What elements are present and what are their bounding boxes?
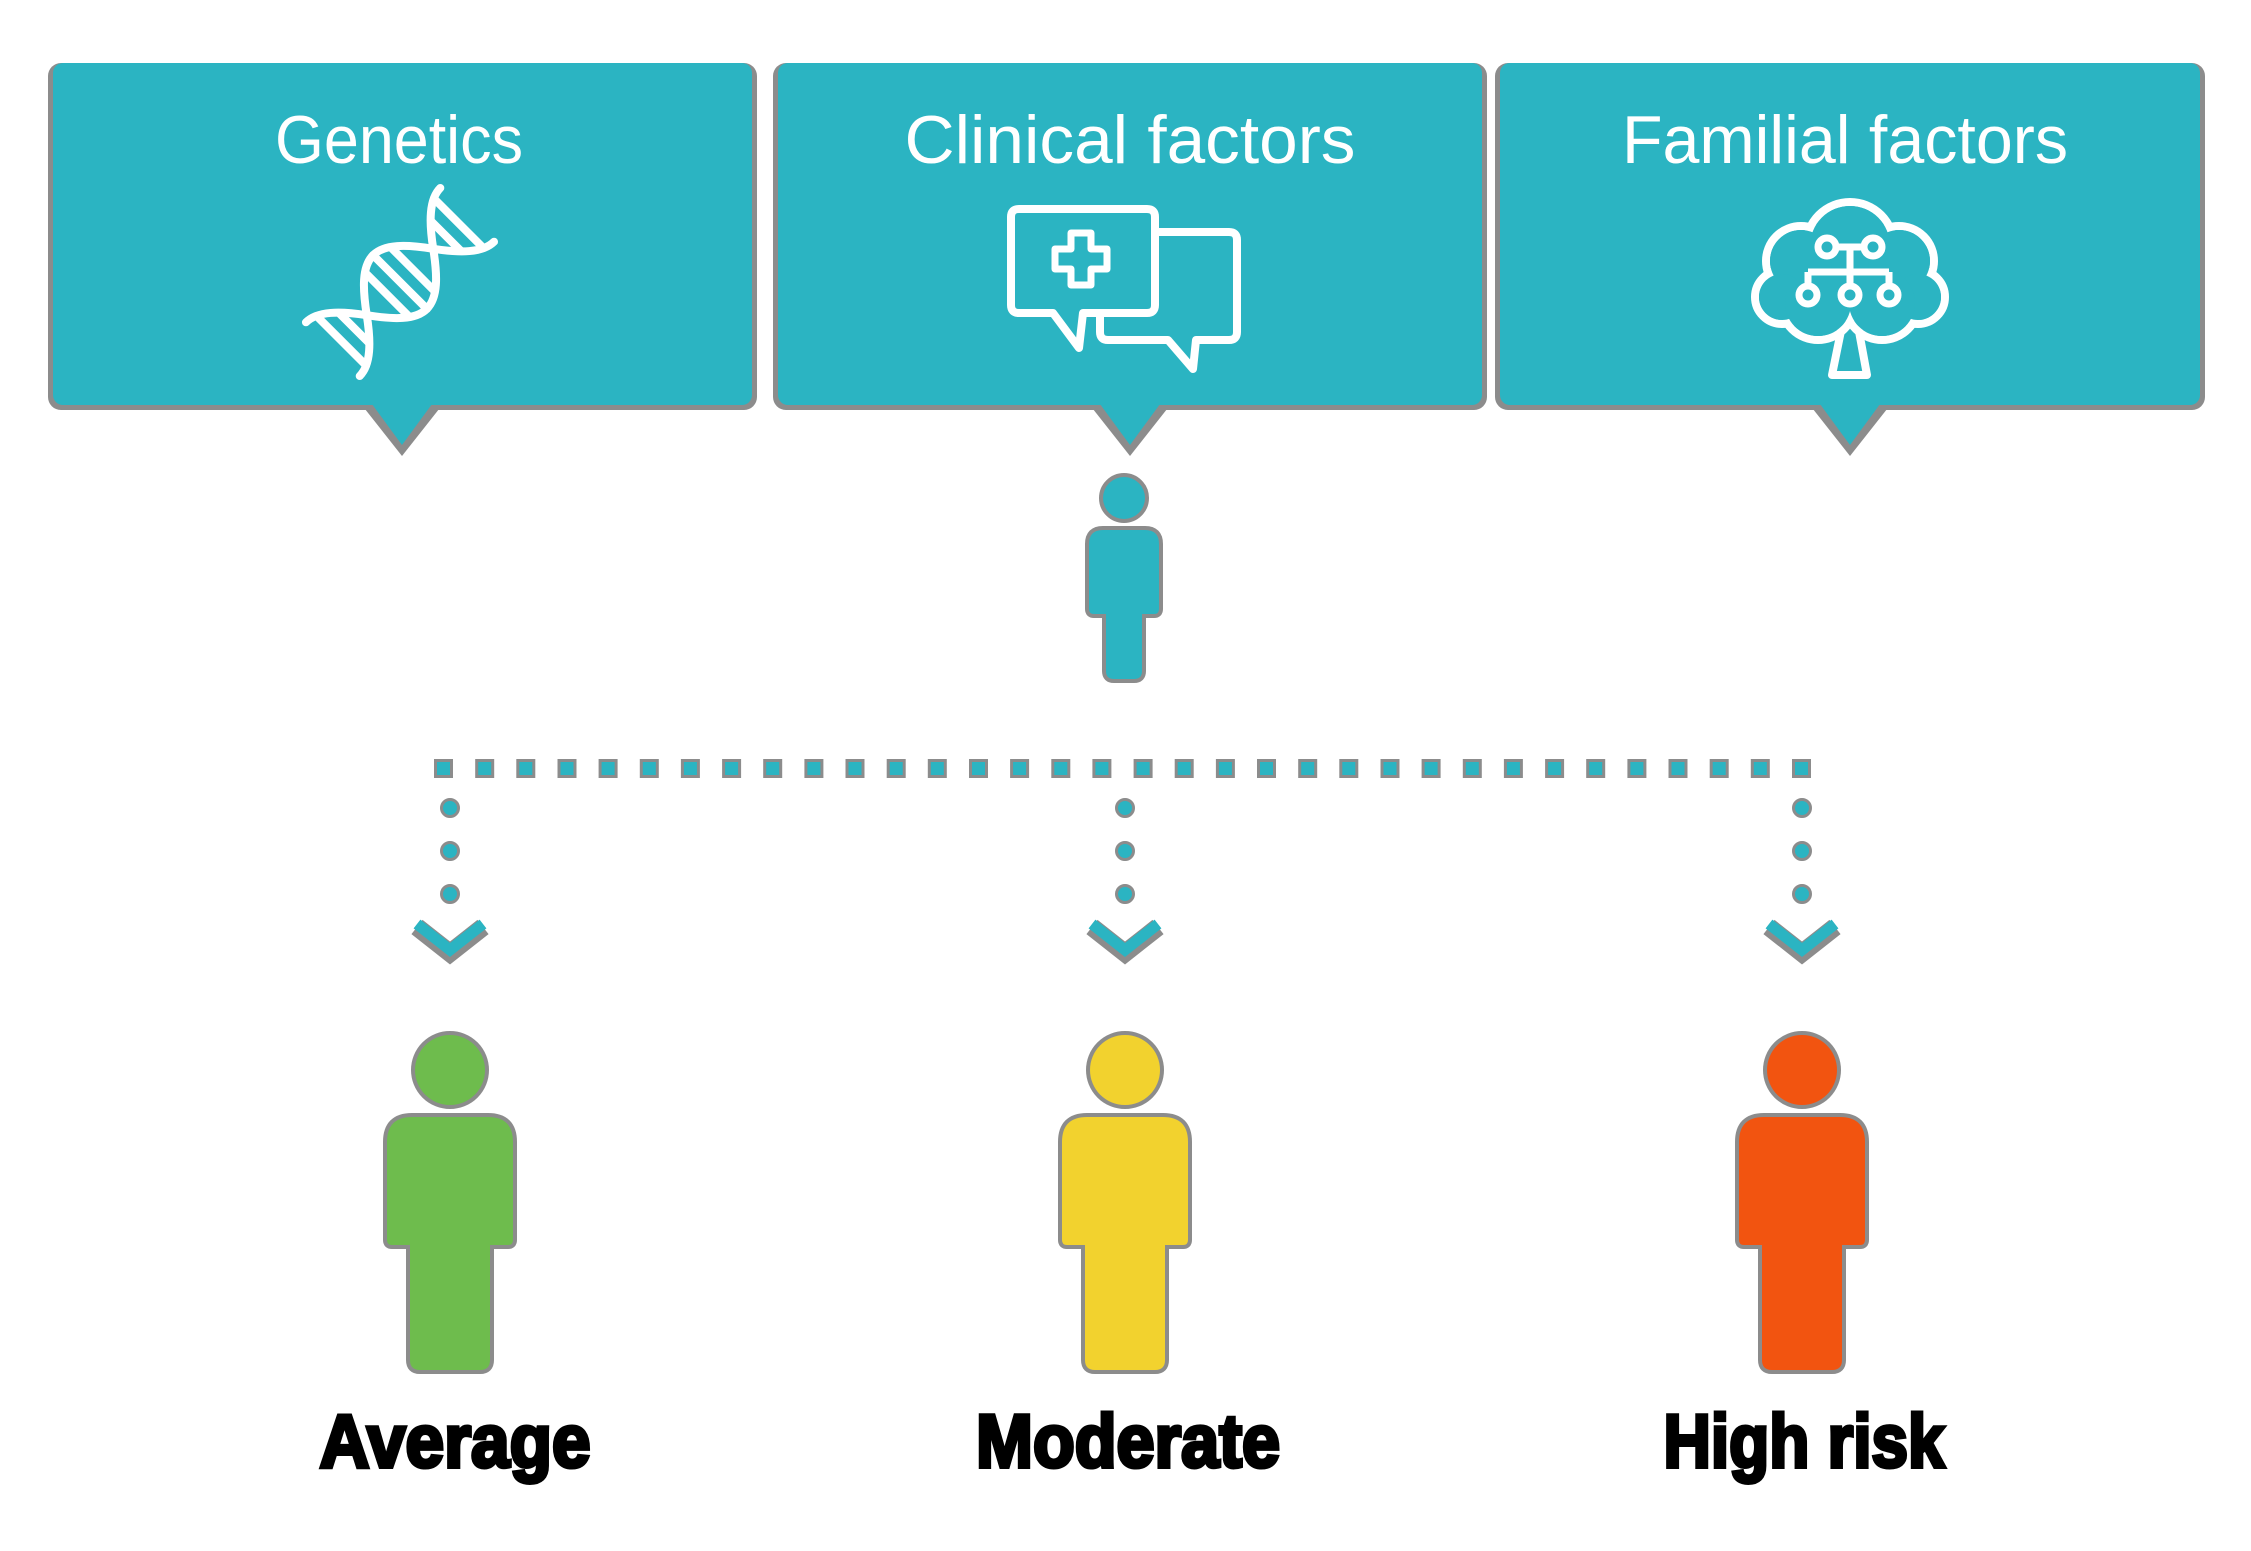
svg-text:Familial factors: Familial factors (1622, 102, 2068, 178)
svg-text:High risk: High risk (1664, 1399, 1945, 1483)
svg-text:Clinical factors: Clinical factors (905, 102, 1356, 178)
svg-text:Moderate: Moderate (976, 1399, 1280, 1483)
svg-text:Average: Average (320, 1399, 591, 1483)
svg-text:Genetics: Genetics (275, 102, 523, 178)
